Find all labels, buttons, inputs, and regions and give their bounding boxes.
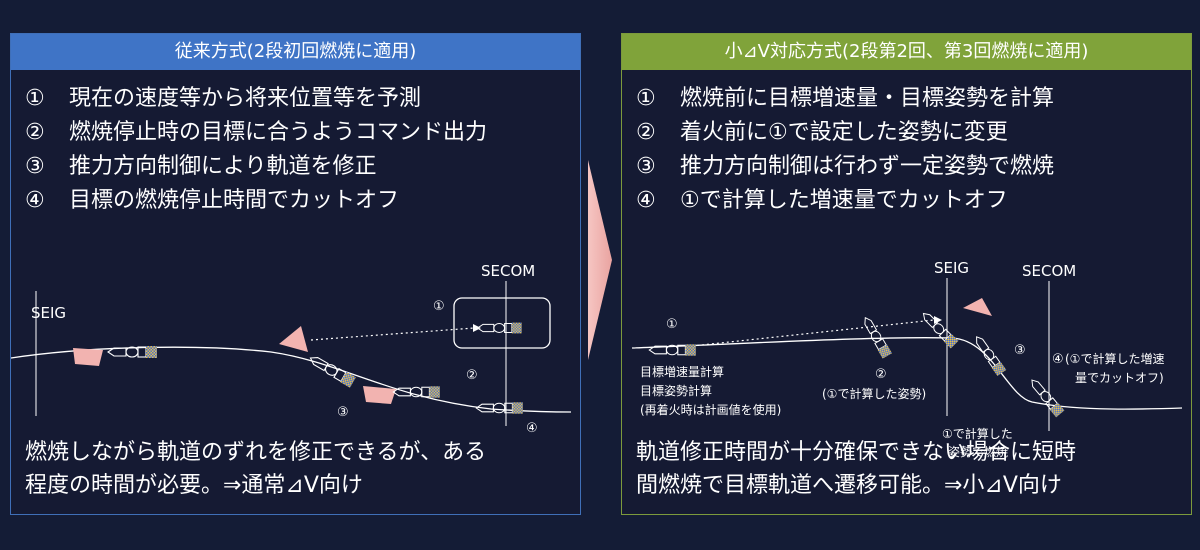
plume-1 <box>963 298 992 316</box>
trajectory-curve <box>631 337 1183 410</box>
note-2: (①で計算した姿勢) <box>822 386 926 401</box>
seig-label: SEIG <box>31 304 66 322</box>
small-dv-method-header: 小⊿V対応方式(2段第2回、第3回燃焼に適用) <box>622 34 1191 70</box>
marker-1: ① <box>433 299 445 314</box>
secom-label: SECOM <box>481 262 535 280</box>
transition-arrow-icon <box>588 160 612 360</box>
prediction-arrow <box>310 327 475 341</box>
secom-label: SECOM <box>1022 262 1076 280</box>
note-1-line1: 目標増速量計算 <box>640 364 724 379</box>
small-dv-summary: 軌道修正時間が十分確保できない場合に短時 間燃焼で目標軌道へ遷移可能。⇒小⊿V向… <box>636 440 1077 498</box>
note-1-line2: 目標姿勢計算 <box>640 383 712 398</box>
marker-3: ③ <box>1014 343 1026 358</box>
conventional-trajectory-diagram: SECOM SEIG ① ② ③ ④ <box>11 262 572 436</box>
marker-2: ② <box>466 368 478 383</box>
planned-attitude-arrow <box>691 319 935 347</box>
conventional-summary: 燃焼しながら軌道のずれを修正できるが、ある 程度の時間が必要。⇒通常⊿V向け <box>25 440 487 498</box>
conventional-method-header: 従来方式(2段初回燃焼に適用) <box>11 34 580 70</box>
marker-4: ④ <box>1052 352 1064 367</box>
marker-3: ③ <box>337 405 349 420</box>
seig-label: SEIG <box>934 259 969 277</box>
marker-4: ④ <box>526 421 538 436</box>
note-4-line1: (①で計算した増速 <box>1065 351 1164 366</box>
plume-1 <box>73 348 103 366</box>
note-3-line1: ①で計算した <box>942 426 1013 441</box>
note-4-line2: 量でカットオフ) <box>1075 371 1164 385</box>
plume-3 <box>363 386 396 404</box>
note-3-line2: 姿勢で燃焼 <box>948 444 1008 459</box>
marker-2: ② <box>875 367 887 382</box>
marker-1: ① <box>666 317 678 332</box>
plume-2 <box>279 326 308 352</box>
target-box <box>453 297 551 349</box>
small-dv-trajectory-diagram: SEIG SECOM ① 目標増速量計算 目標姿勢計算 (再着火時は計画値を使用… <box>631 259 1183 459</box>
note-1-line3: (再着火時は計画値を使用) <box>640 402 781 417</box>
